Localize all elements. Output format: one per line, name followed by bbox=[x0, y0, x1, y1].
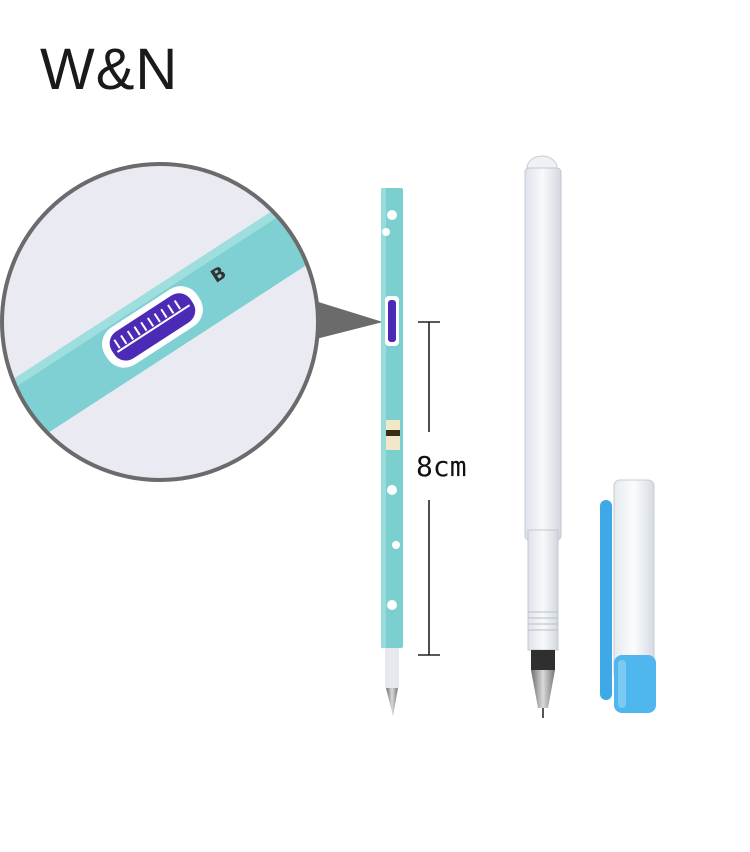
refill-icon bbox=[381, 188, 403, 716]
dimension-marker bbox=[418, 321, 440, 656]
magnifier-lens-icon: B bbox=[2, 164, 318, 480]
dimension-label: 8cm bbox=[416, 450, 467, 483]
brand-logo: W&N bbox=[40, 37, 179, 102]
magnifier-pointer bbox=[312, 300, 383, 340]
pen-icon bbox=[524, 155, 562, 718]
pen-cap-icon bbox=[600, 479, 656, 713]
